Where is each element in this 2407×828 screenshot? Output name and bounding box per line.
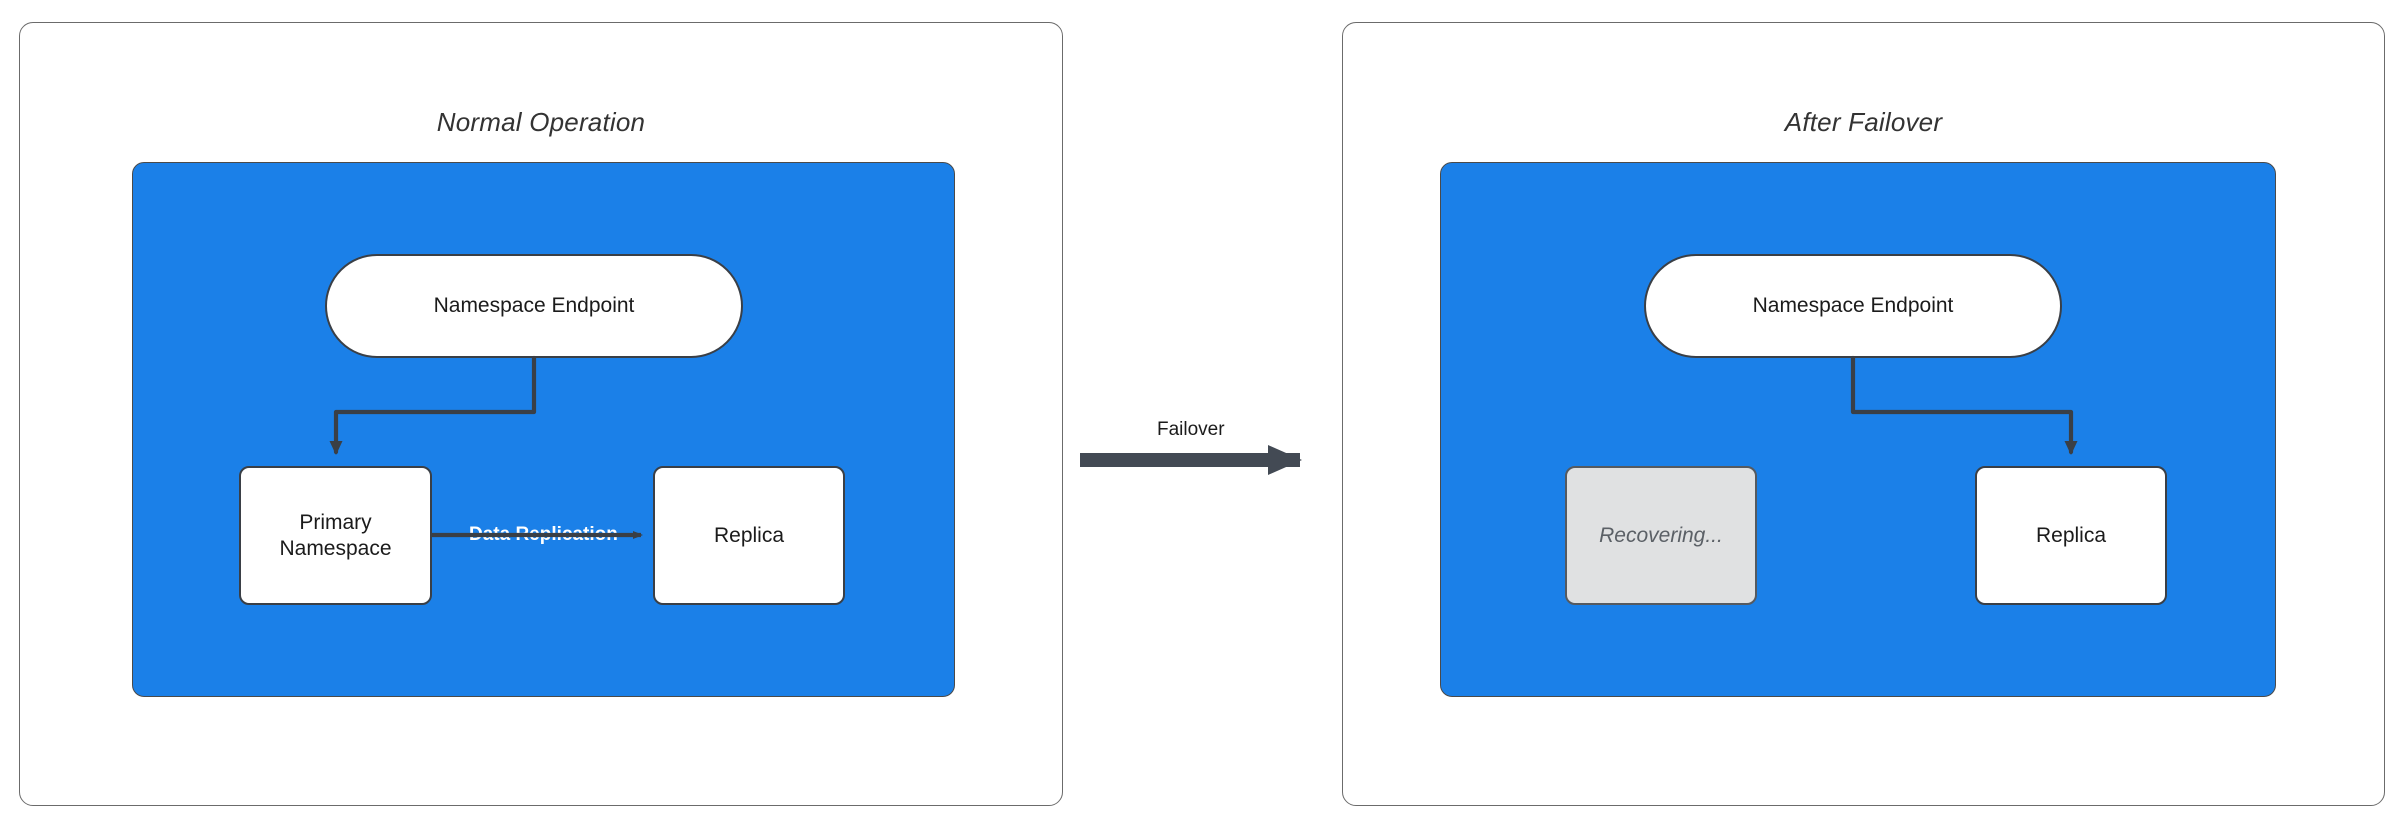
node-namespace-endpoint-right[interactable]: Namespace Endpoint <box>1644 254 2062 358</box>
zone-failover-region <box>1440 162 2276 697</box>
node-replica-right[interactable]: Replica <box>1975 466 2167 605</box>
node-label: Primary Namespace <box>279 510 391 561</box>
panel-title-after-failover: After Failover <box>1784 107 1943 137</box>
node-label: Namespace Endpoint <box>433 294 635 318</box>
node-replica-left[interactable]: Replica <box>653 466 845 605</box>
zone-primary-region <box>132 162 955 697</box>
node-primary-namespace[interactable]: Primary Namespace <box>239 466 432 605</box>
transition-label-failover: Failover <box>1157 419 1225 440</box>
node-namespace-endpoint-left[interactable]: Namespace Endpoint <box>325 254 743 358</box>
node-recovering[interactable]: Recovering... <box>1565 466 1757 605</box>
node-label-line-2: Namespace <box>279 536 392 560</box>
node-label: Recovering... <box>1599 523 1723 547</box>
node-label: Replica <box>2035 523 2107 547</box>
node-label: Namespace Endpoint <box>1752 294 1954 318</box>
node-label-line-1: Primary <box>299 510 372 534</box>
node-label: Replica <box>713 523 785 547</box>
panel-title-normal-operation: Normal Operation <box>436 107 646 137</box>
edge-label-data-replication: Data Replication <box>466 523 621 547</box>
